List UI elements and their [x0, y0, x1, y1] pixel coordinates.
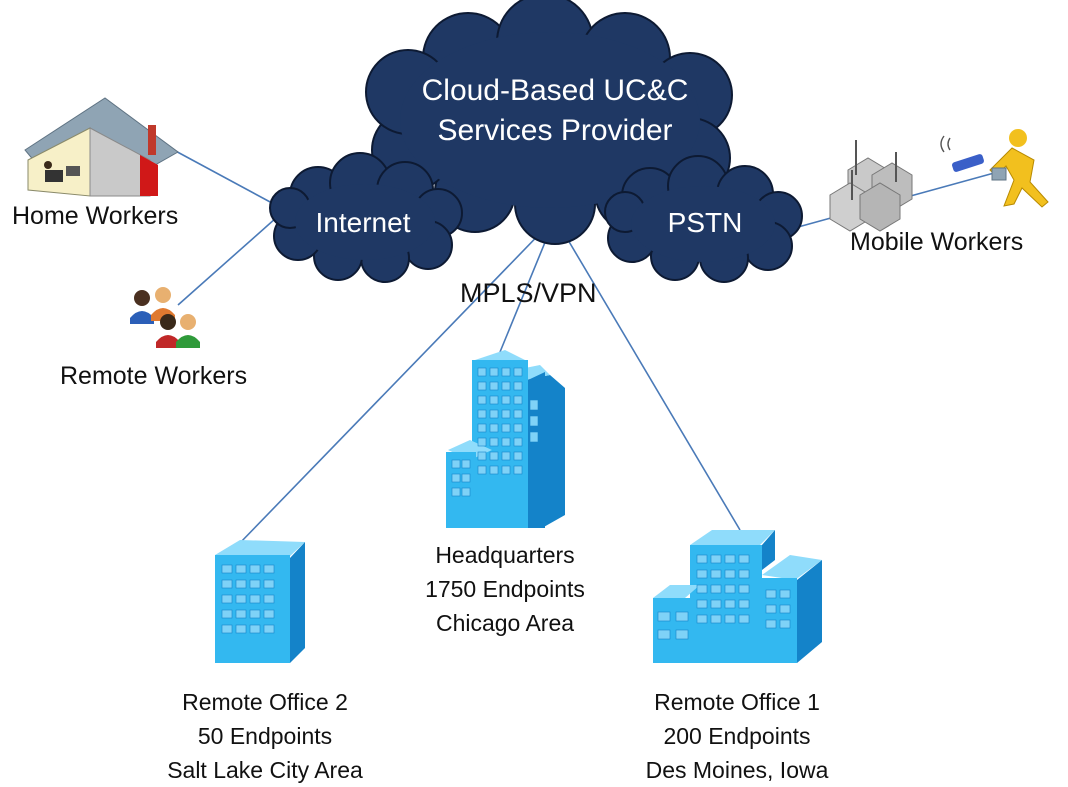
- remote-office-1-building: [653, 530, 822, 663]
- headquarters-endpoints: 1750 Endpoints: [425, 576, 585, 602]
- running-person-icon: [989, 129, 1049, 208]
- remote-office-1-name: Remote Office 1: [654, 689, 820, 715]
- mobile-workers-label: Mobile Workers: [850, 228, 1024, 256]
- internet-cloud: [269, 152, 463, 283]
- house-icon: [24, 97, 179, 197]
- provider-cloud-line1: Cloud-Based UC&C: [422, 74, 689, 107]
- remote-office-2-endpoints: 50 Endpoints: [197, 723, 333, 749]
- headquarters-name: Headquarters: [435, 542, 575, 568]
- link-mpls-office1: [554, 217, 741, 531]
- link-home-internet: [169, 147, 286, 211]
- headquarters-location: Chicago Area: [435, 610, 575, 636]
- pstn-cloud-label: PSTN: [668, 207, 743, 238]
- home-workers-label: Home Workers: [12, 202, 179, 230]
- cell-tower-icon: [829, 140, 913, 232]
- people-icon: [130, 287, 200, 348]
- remote-office-1-endpoints: 200 Endpoints: [663, 723, 811, 749]
- pstn-cloud: [604, 155, 803, 283]
- mpls-vpn-label: MPLS/VPN: [460, 278, 597, 308]
- headquarters-label: Headquarters 1750 Endpoints Chicago Area: [395, 538, 615, 640]
- remote-office-2-location: Salt Lake City Area: [167, 757, 363, 783]
- provider-cloud-line2: Services Provider: [437, 114, 672, 147]
- remote-office-2-building: [215, 540, 305, 663]
- link-remote-internet: [177, 209, 286, 306]
- remote-office-2-name: Remote Office 2: [182, 689, 348, 715]
- headquarters-building: [446, 350, 565, 528]
- remote-office-1-location: Des Moines, Iowa: [645, 757, 829, 783]
- remote-workers-label: Remote Workers: [60, 362, 248, 390]
- mobile-phone-icon: [940, 135, 984, 172]
- remote-office-2-label: Remote Office 2 50 Endpoints Salt Lake C…: [140, 685, 390, 787]
- link-mpls-office2: [237, 217, 556, 546]
- internet-cloud-label: Internet: [316, 207, 411, 238]
- remote-office-1-label: Remote Office 1 200 Endpoints Des Moines…: [612, 685, 862, 787]
